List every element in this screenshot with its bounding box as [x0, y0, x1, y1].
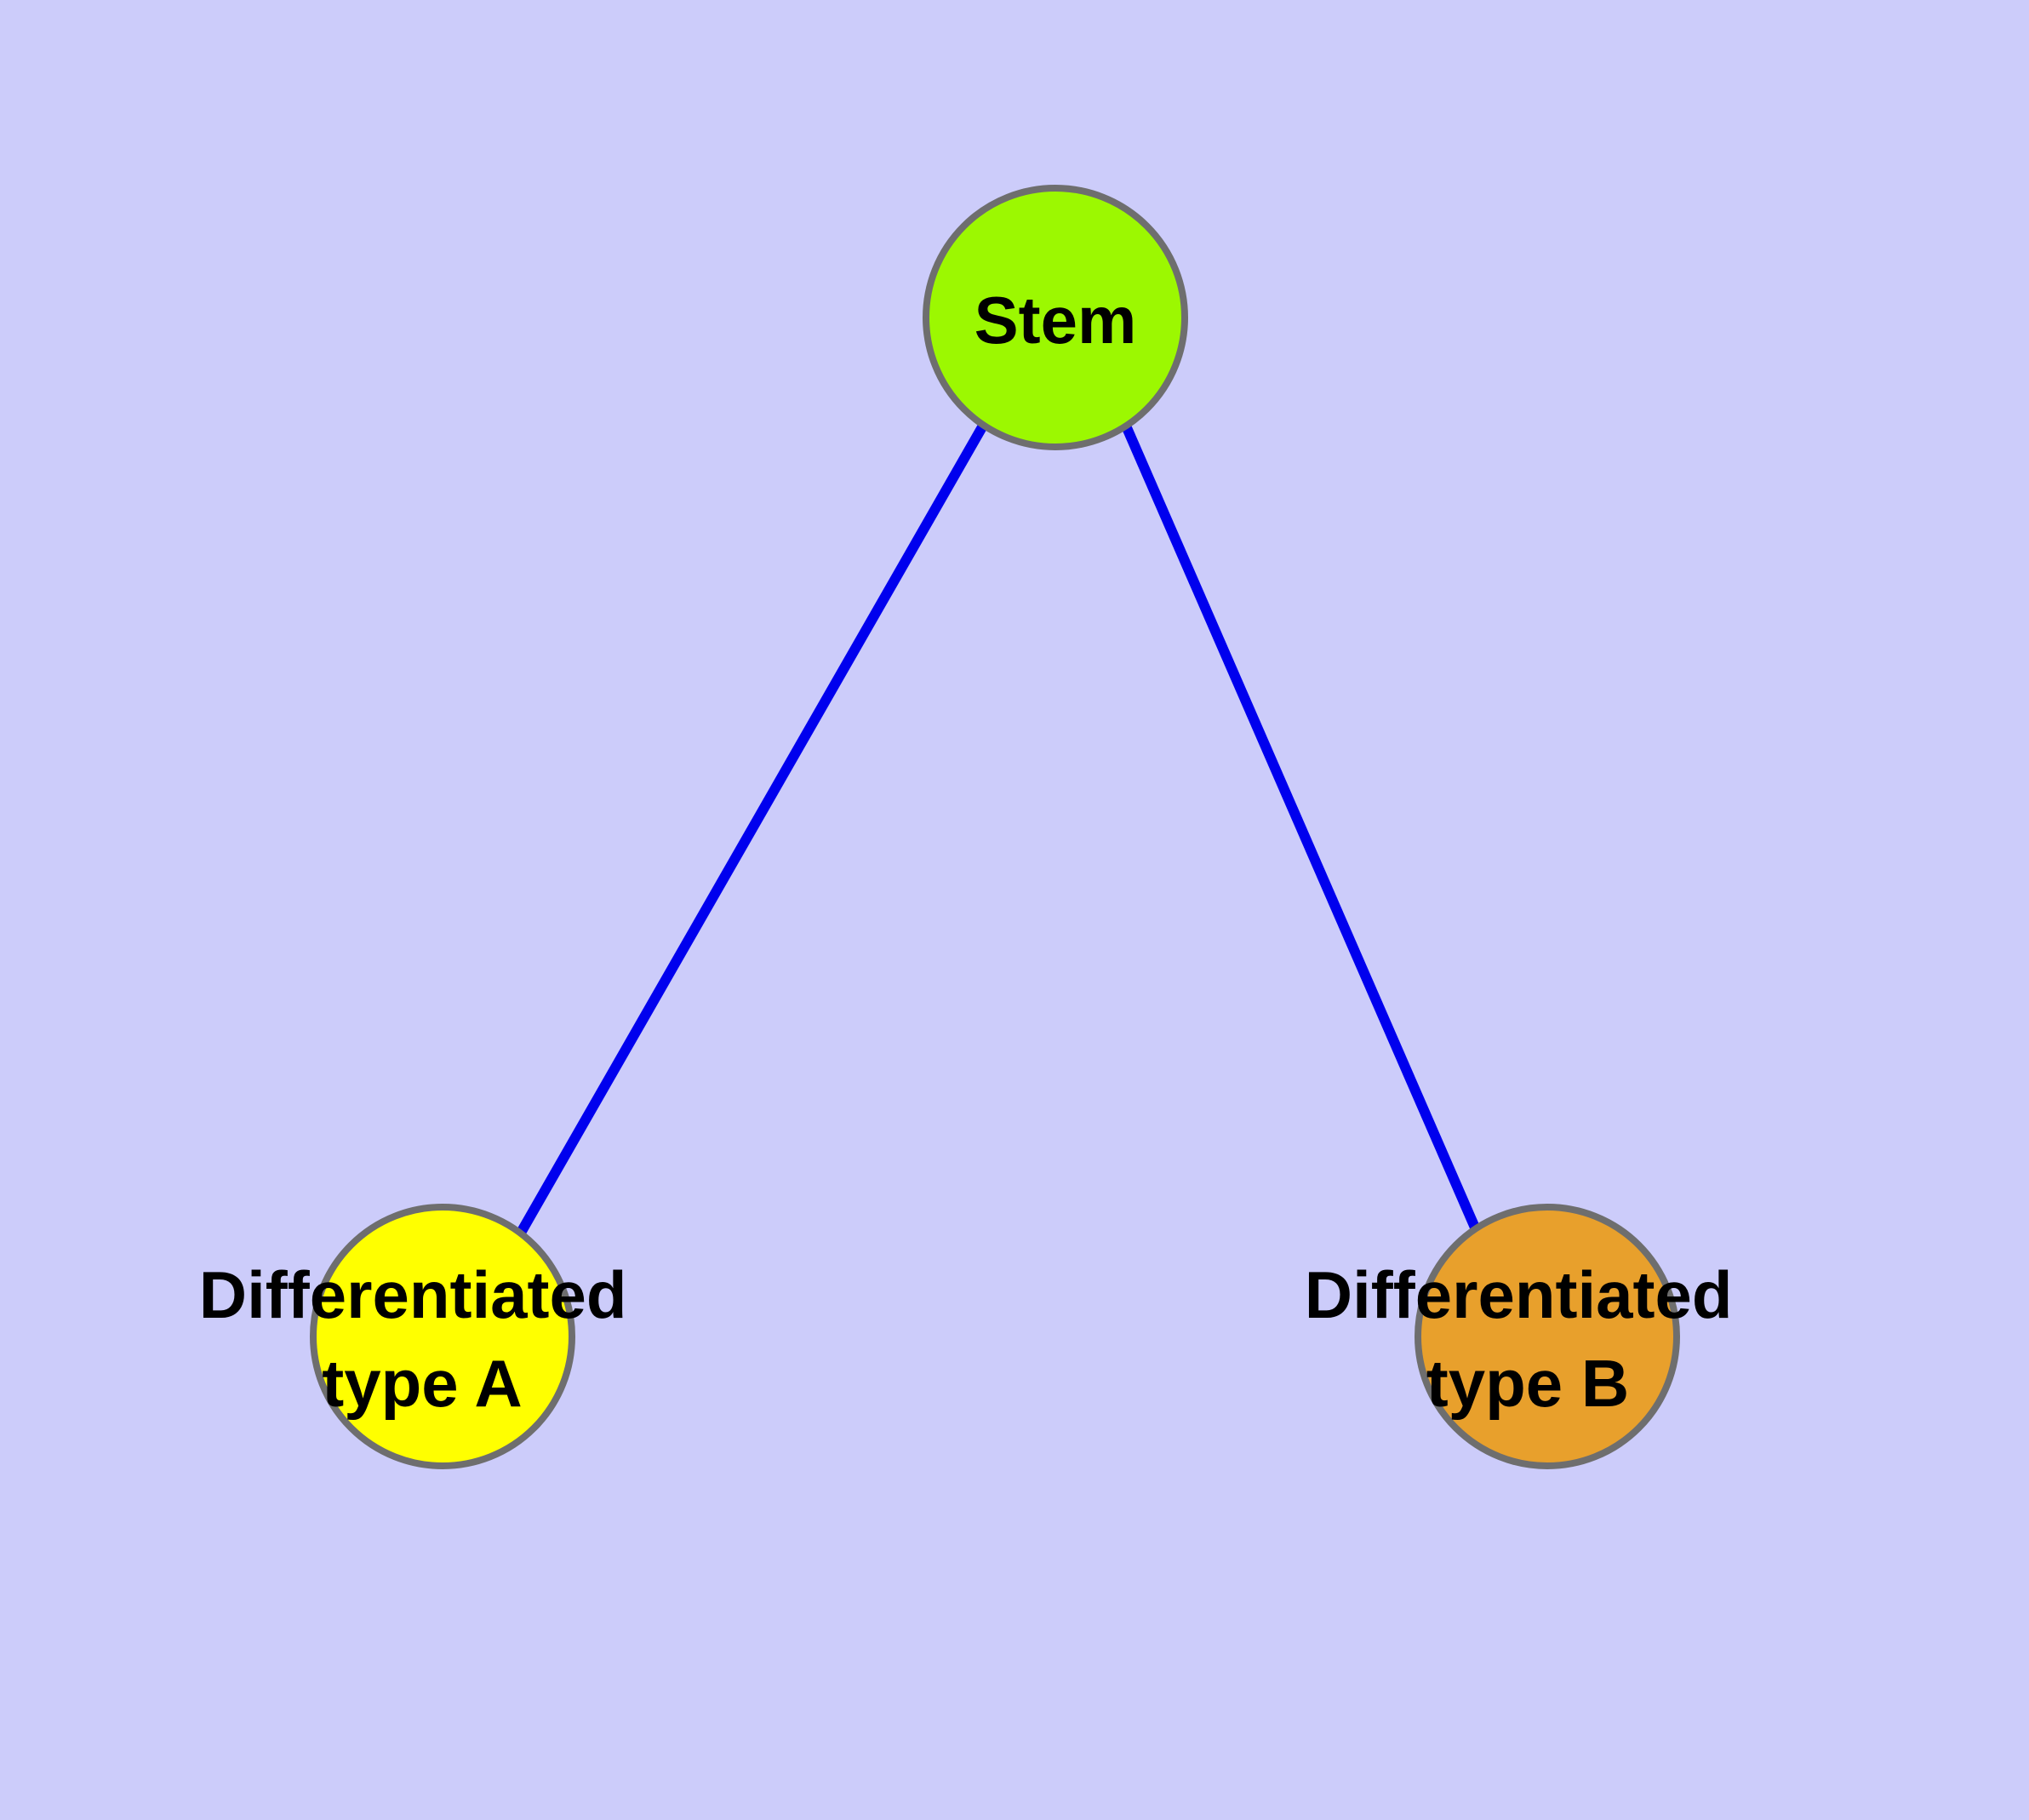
node-differentiated-type-a[interactable]: [310, 1204, 575, 1469]
node-stem[interactable]: [923, 185, 1188, 450]
node-label-differentiated-type-b: Differentiated type B: [1305, 1257, 1751, 1421]
node-label-differentiated-type-a-line-1: Differentiated: [199, 1257, 627, 1332]
label-layer: Stem Differentiated type A Differentiate…: [199, 283, 1751, 1421]
node-label-stem: Stem: [974, 283, 1137, 358]
node-label-stem-line-1: Stem: [974, 283, 1137, 358]
node-label-differentiated-type-a-line-2: type A: [322, 1346, 523, 1421]
node-layer: [310, 185, 1680, 1469]
node-label-differentiated-type-a: Differentiated type A: [199, 1257, 645, 1421]
edge-stem-to-differentiated-type-b[interactable]: [1120, 421, 1480, 1230]
node-label-differentiated-type-b-line-2: type B: [1426, 1346, 1629, 1421]
node-label-differentiated-type-b-line-1: Differentiated: [1305, 1257, 1733, 1332]
node-differentiated-type-b[interactable]: [1415, 1204, 1680, 1469]
edge-stem-to-differentiated-type-a[interactable]: [516, 423, 988, 1235]
edge-layer: [516, 421, 1480, 1235]
